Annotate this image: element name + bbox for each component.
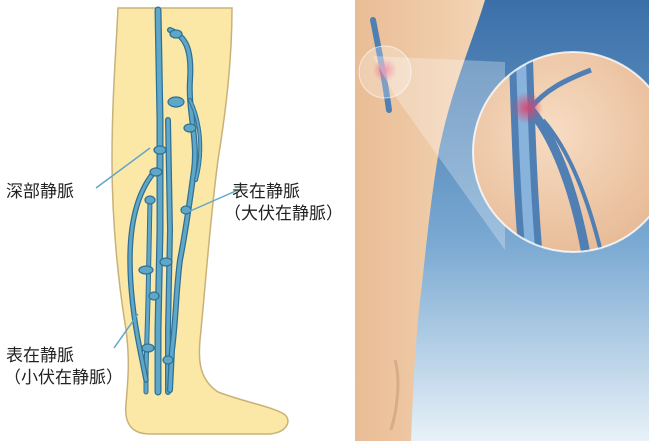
- label-small-saphenous-vein: 表在静脈 （小伏在静脈）: [6, 345, 123, 389]
- label-deep-veins: 深部静脈: [6, 181, 74, 203]
- leg-illustration: [355, 0, 649, 441]
- label-great-saphenous-vein: 表在静脈 （大伏在静脈）: [232, 181, 343, 225]
- magnifier-source: [359, 46, 411, 98]
